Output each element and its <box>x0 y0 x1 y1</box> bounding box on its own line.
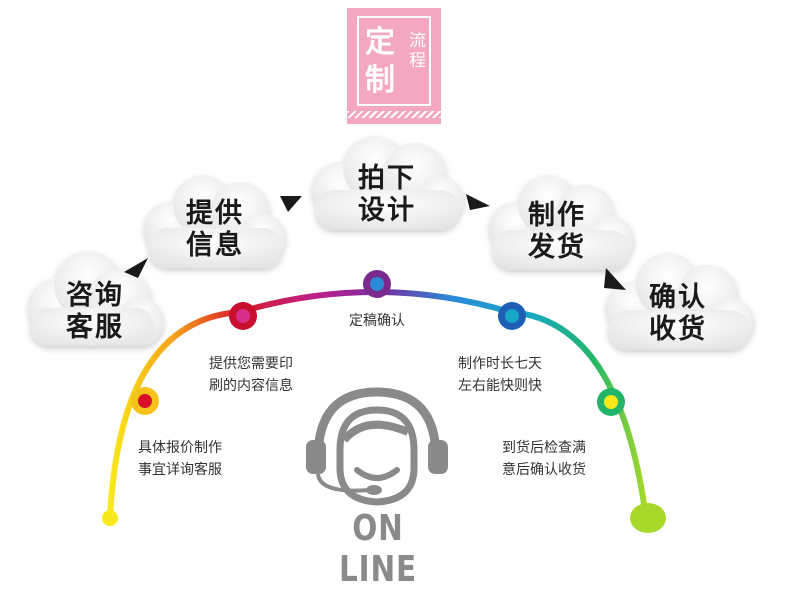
cloud-title-confirm-receipt: 确认 收货 <box>628 282 728 346</box>
cloud-line: 拍下 <box>358 163 416 194</box>
process-diagram <box>28 136 754 533</box>
desc-line: 刷的内容信息 <box>209 378 293 394</box>
desc-line: 定稿确认 <box>349 313 405 329</box>
cloud-title-produce-ship: 制作 发货 <box>507 200 607 264</box>
cloud-line: 制作 <box>528 200 586 231</box>
desc-line: 意后确认收货 <box>502 462 586 478</box>
step-node-5 <box>597 388 625 416</box>
cloud-order-design <box>312 136 464 230</box>
arc-end-dot <box>630 503 666 533</box>
badge-frame: 定 制 流 程 <box>357 16 431 106</box>
cloud-title-provide-info: 提供 信息 <box>165 198 265 262</box>
cloud-line: 收货 <box>649 314 707 345</box>
badge-char-zhi: 制 <box>365 63 395 98</box>
cloud-line: 客服 <box>66 312 124 343</box>
step-node-4 <box>498 302 526 330</box>
desc-line: 到货后检查满 <box>502 440 586 456</box>
step-desc-provide-info: 提供您需要印 刷的内容信息 <box>209 353 293 397</box>
desc-line: 提供您需要印 <box>209 356 293 372</box>
step-node-2 <box>229 302 257 330</box>
cloud-line: 咨询 <box>66 280 124 311</box>
badge-char-ding: 定 <box>365 25 395 60</box>
badge-hatch-strip <box>347 111 441 118</box>
cloud-line: 信息 <box>186 230 244 261</box>
desc-line: 制作时长七天 <box>458 356 542 372</box>
cloud-confirm-receipt <box>606 253 754 350</box>
desc-line: 左右能快则快 <box>458 378 542 394</box>
arrow-icon <box>466 194 490 210</box>
desc-line: 事宜详询客服 <box>138 462 222 478</box>
arrow-icon <box>124 258 148 278</box>
badge-char-cheng: 程 <box>409 51 426 71</box>
online-label: ON LINE <box>339 508 417 590</box>
step-desc-consult: 具体报价制作 事宜详询客服 <box>138 437 222 481</box>
step-node-1 <box>131 387 159 415</box>
badge-char-liu: 流 <box>409 31 426 51</box>
step-node-3 <box>363 270 391 298</box>
step-desc-confirm-receipt: 到货后检查满 意后确认收货 <box>502 437 586 481</box>
cloud-title-order-design: 拍下 设计 <box>337 163 437 227</box>
step-desc-order-design: 定稿确认 <box>349 310 405 332</box>
cloud-produce-ship <box>489 175 634 270</box>
cloud-title-consult: 咨询 客服 <box>45 280 145 344</box>
cloud-line: 确认 <box>649 282 707 313</box>
process-badge: 定 制 流 程 <box>347 8 441 124</box>
arrow-icon <box>604 268 626 290</box>
cloud-line: 提供 <box>186 198 244 229</box>
cloud-line: 发货 <box>528 232 586 263</box>
headset-support-icon <box>306 387 448 506</box>
step-desc-produce-ship: 制作时长七天 左右能快则快 <box>458 353 542 397</box>
arc-start-dot <box>102 510 118 526</box>
cloud-provide-info <box>144 175 286 268</box>
cloud-consult <box>28 251 164 346</box>
arrow-icon <box>280 196 302 212</box>
cloud-line: 设计 <box>358 195 416 226</box>
desc-line: 具体报价制作 <box>138 440 222 456</box>
